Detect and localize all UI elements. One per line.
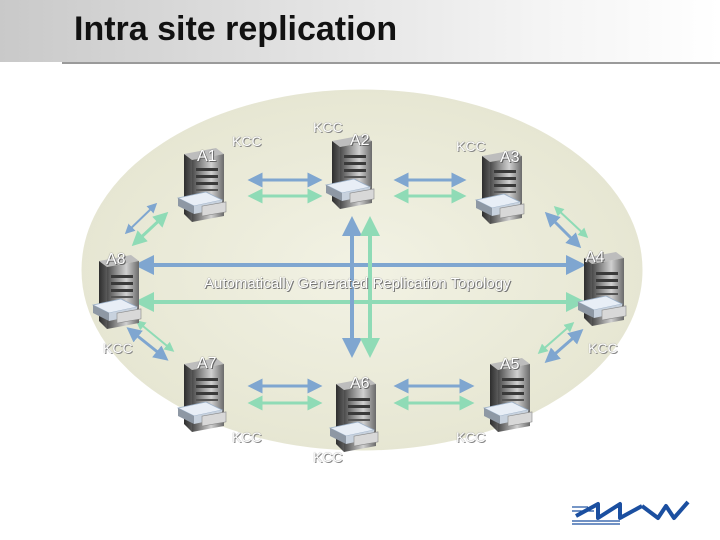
node-label-a4: A4 [585, 250, 605, 266]
kcc-label-a3: KCC [456, 139, 486, 153]
node-label-a6: A6 [350, 376, 370, 392]
node-label-a2: A2 [350, 133, 370, 149]
kcc-label-a5: KCC [456, 430, 486, 444]
logo-icon [570, 494, 695, 528]
kcc-label-a2: KCC [313, 120, 343, 134]
kcc-label-a7: KCC [232, 430, 262, 444]
kcc-label-a4: KCC [588, 341, 618, 355]
kcc-label-a6: KCC [313, 450, 343, 464]
kcc-label-a1: KCC [232, 134, 262, 148]
node-label-a1: A1 [197, 149, 217, 165]
node-label-a3: A3 [500, 150, 520, 166]
kcc-label-a8: KCC [103, 341, 133, 355]
topology-label: Automatically Generated Replication Topo… [204, 276, 511, 291]
node-label-a5: A5 [500, 357, 520, 373]
node-label-a8: A8 [106, 252, 126, 268]
node-label-a7: A7 [197, 356, 217, 372]
